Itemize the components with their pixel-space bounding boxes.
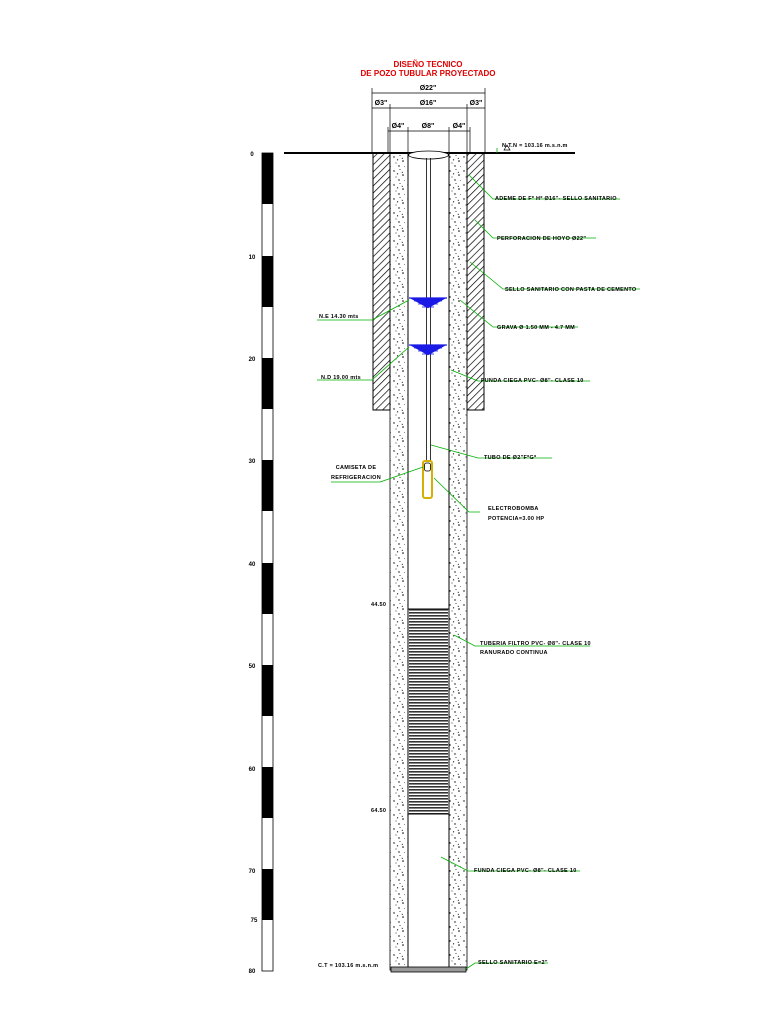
label-sello-bottom: SELLO SANITARIO E=2" (478, 960, 548, 966)
label-camiseta: CAMISETA DE (336, 465, 377, 471)
dimension-lines (371, 88, 486, 152)
scale-label-0: 0 (250, 152, 254, 158)
dim-3-left: Ø3" (375, 100, 388, 107)
casing-right (466, 152, 485, 411)
elevation-bottom: C.T = 103.16 m.s.n.m (318, 963, 378, 969)
scale-label-75: 75 (251, 918, 258, 924)
pvc-pipe (407, 152, 450, 971)
label-filtro: TUBERIA FILTRO PVC- Ø8"- CLASE 10 (480, 641, 591, 647)
dynamic-water-level-icon (409, 344, 447, 356)
gravel-pack-right (448, 152, 468, 971)
elevation-top: N.T.N = 103.16 m.s.n.m (502, 143, 568, 149)
label-tubo: TUBO DE Ø2"FºGº (484, 455, 536, 461)
cooling-sleeve (424, 462, 431, 472)
pipe-opening (408, 150, 449, 160)
label-grava: GRAVA Ø 1.50 MM - 4.7 MM (497, 325, 575, 331)
dim-16: Ø16" (420, 100, 437, 107)
dim-3-right: Ø3" (470, 100, 483, 107)
label-perforacion: PERFORACION DE HOYO Ø22" (497, 236, 586, 242)
dim-22: Ø22" (420, 85, 437, 92)
label-electrobomba: ELECTROBOMBA (488, 506, 539, 512)
scale-label-80: 80 (249, 969, 256, 975)
dim-4-right: Ø4" (453, 123, 466, 130)
depth-scale (261, 152, 274, 972)
label-sello: SELLO SANITARIO CON PASTA DE CEMENTO (505, 287, 637, 293)
leader-lines (317, 148, 640, 970)
dim-8: Ø8" (422, 123, 435, 130)
gravel-pack-left (389, 152, 409, 971)
depth-filter-bottom: 64.50 (371, 808, 386, 814)
scale-label-70: 70 (249, 869, 256, 875)
bottom-seal (390, 966, 467, 973)
scale-label-10: 10 (249, 255, 256, 261)
depth-filter-top: 44.50 (371, 602, 386, 608)
label-ademe: ADEME DE Fº Hº Ø16"- SELLO SANITARIO (495, 196, 617, 202)
title-line2: DE POZO TUBULAR PROYECTADO (361, 69, 496, 78)
dim-4-left: Ø4" (392, 123, 405, 130)
filter-screen (409, 609, 448, 814)
scale-label-60: 60 (249, 767, 256, 773)
label-dynamic-level: N.D 19.00 mts (321, 375, 361, 381)
scale-label-40: 40 (249, 562, 256, 568)
label-static-level: N.E 14.30 mts (319, 314, 359, 320)
label-ranurado: RANURADO CONTINUA (480, 650, 548, 656)
static-water-level-icon (409, 297, 447, 309)
title-line1: DISEÑO TECNICO (394, 60, 463, 69)
label-funda-bottom: FUNDA CIEGA PVC- Ø8"- CLASE 10 (474, 868, 577, 874)
scale-label-20: 20 (249, 357, 256, 363)
label-funda-top: FUNDA CIEGA PVC- Ø8"- CLASE 10 (481, 378, 584, 384)
scale-label-30: 30 (249, 459, 256, 465)
elevation-marker-icon (503, 144, 511, 151)
label-refrigeracion: REFRIGERACION (331, 475, 381, 481)
scale-label-50: 50 (249, 664, 256, 670)
label-potencia: POTENCIA=3.00 HP (488, 516, 544, 522)
